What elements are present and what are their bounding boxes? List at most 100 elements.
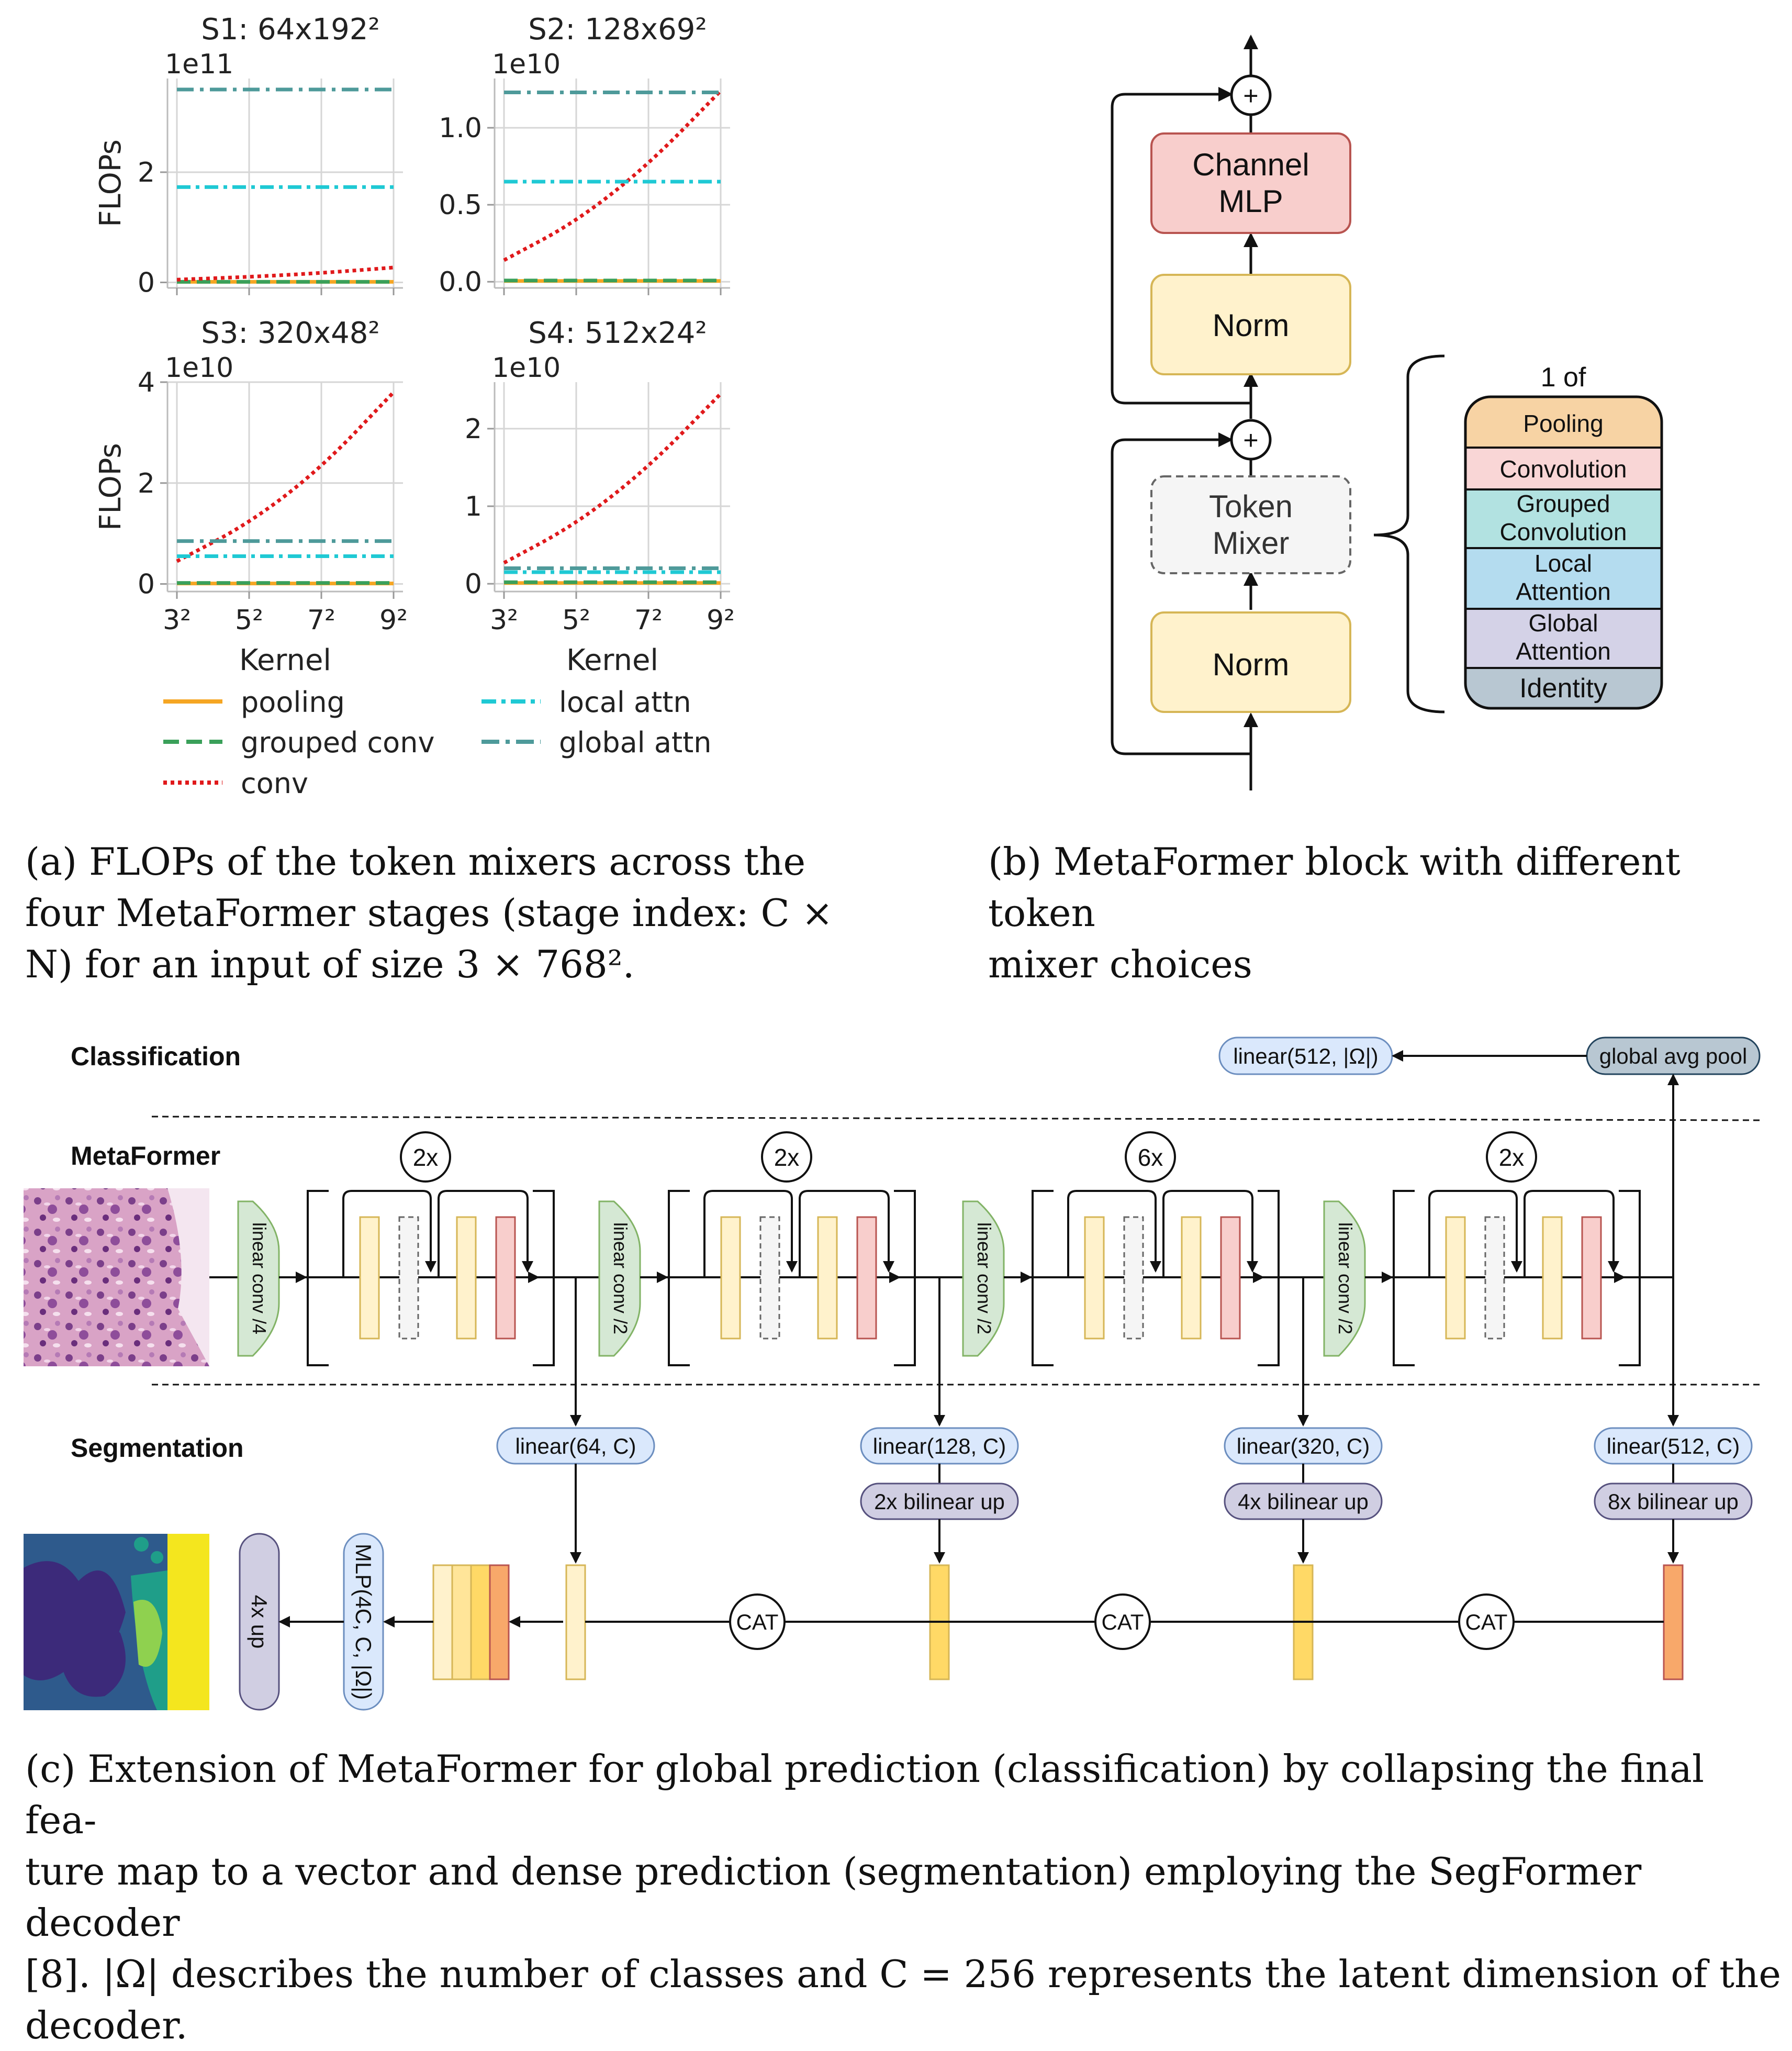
stage-repeat-label: 2x <box>413 1144 439 1171</box>
x-tick-label: 9² <box>379 605 408 636</box>
stage-repeat-label: 6x <box>1138 1144 1163 1171</box>
concat-node <box>1458 1593 1515 1650</box>
stage-channel-mlp <box>1220 1216 1241 1340</box>
y-multiplier: 1e11 <box>165 49 233 80</box>
legend-label-global: global attn <box>559 726 712 759</box>
stage-residual-1 <box>1067 1190 1161 1277</box>
norm-bottom-label: Norm <box>1213 647 1290 682</box>
concat-node <box>1094 1593 1151 1650</box>
caption-c-line-1: (c) Extension of MetaFormer for global p… <box>25 1747 1705 1842</box>
caption-a-line-3: N) for an input of size 3 × 768². <box>25 942 635 986</box>
residual-add-bottom-label: + <box>1243 426 1258 455</box>
residual-add-top <box>1230 74 1272 116</box>
downsample-shape <box>962 1200 1005 1357</box>
seg-linear-label: linear(512, C) <box>1607 1434 1740 1458</box>
decoder-branch-1: linear(64, C) <box>496 1277 655 1680</box>
downsample-1: linear conv /4 <box>237 1200 280 1357</box>
stage-bracket-right <box>533 1190 555 1366</box>
seg-feature-map <box>565 1564 586 1680</box>
concat-node <box>729 1593 786 1650</box>
series-line-conv <box>503 392 722 565</box>
choice-local-label-2: Attention <box>1516 578 1611 605</box>
concat-label: CAT <box>736 1610 779 1634</box>
caption-c-line-4: decoder. <box>25 2003 188 2047</box>
stage-residual-1 <box>1428 1190 1522 1277</box>
output-segmentation-map <box>24 1534 209 1710</box>
y-multiplier: 1e10 <box>492 352 561 384</box>
y-tick-label: 1.0 <box>439 113 482 144</box>
legend-label-grouped: grouped conv <box>241 726 434 759</box>
choice-identity <box>1465 668 1662 708</box>
token-mixer-label-2: Mixer <box>1213 526 1290 561</box>
choice-pooling-label: Pooling <box>1523 410 1603 437</box>
downsample-label: linear conv /4 <box>249 1222 270 1334</box>
y-tick-label: 2 <box>465 414 482 445</box>
downsample-shape <box>237 1200 280 1357</box>
x-tick-label: 7² <box>307 605 335 636</box>
seg-feature-map <box>1663 1564 1684 1680</box>
chart-title: S1: 64x192² <box>201 13 380 47</box>
channel-mlp-label-2: MLP <box>1218 184 1283 219</box>
y-tick-label: 1 <box>465 491 482 522</box>
upsample-4x-label: 4x up <box>247 1595 272 1649</box>
row-label-classification: Classification <box>71 1042 241 1071</box>
seg-linear-label: linear(128, C) <box>873 1434 1006 1458</box>
downsample-label: linear conv /2 <box>973 1222 995 1334</box>
linear-cls-label: linear(512, |Ω|) <box>1233 1044 1378 1068</box>
x-tick-label: 5² <box>235 605 263 636</box>
stage-2: 2x <box>668 1131 916 1366</box>
row-label-segmentation: Segmentation <box>71 1433 244 1463</box>
stage-channel-mlp <box>1581 1216 1602 1340</box>
stage-norm-2 <box>456 1216 477 1340</box>
stage-bracket-left <box>307 1190 329 1366</box>
stage-bracket-left <box>1032 1190 1054 1366</box>
x-axis-label: Kernel <box>566 643 658 677</box>
stage-repeat-label: 2x <box>1499 1144 1525 1171</box>
stage-repeat-circle <box>1486 1131 1537 1183</box>
downsample-label: linear conv /2 <box>1335 1222 1356 1334</box>
y-axis-label: FLOPs <box>94 139 128 227</box>
stage-4: 2x <box>1393 1131 1641 1366</box>
choice-global-attention <box>1465 609 1662 668</box>
stage-norm-2 <box>1181 1216 1202 1340</box>
legend-label-conv: conv <box>241 767 308 800</box>
caption-b-line-1: (b) MetaFormer block with different toke… <box>988 840 1681 935</box>
choice-convolution-label: Convolution <box>1500 455 1627 483</box>
channel-mlp-label-1: Channel <box>1192 147 1309 182</box>
stage-norm-1 <box>720 1216 741 1340</box>
caption-c-line-3: [8]. |Ω| describes the number of classes… <box>25 1952 1781 1996</box>
global-avg-pool-label: global avg pool <box>1599 1044 1748 1068</box>
caption-a-line-1: (a) FLOPs of the token mixers across the <box>25 840 806 884</box>
norm-bottom-box <box>1150 611 1351 713</box>
x-axis-label: Kernel <box>239 643 331 677</box>
row-separator-top <box>151 1116 1764 1121</box>
x-tick-label: 3² <box>490 605 518 636</box>
stage-token-mixer <box>398 1216 419 1340</box>
stage-token-mixer <box>1123 1216 1144 1340</box>
stage-1: 2x <box>307 1131 555 1366</box>
legend-label-pooling: pooling <box>241 686 345 719</box>
norm-top-label: Norm <box>1213 308 1290 343</box>
stage-bracket-left <box>1393 1190 1415 1366</box>
seg-upsample-label: 8x bilinear up <box>1608 1489 1739 1514</box>
stage-repeat-circle <box>1125 1131 1176 1183</box>
decoder-branch-4: linear(512, C) 8x bilinear up <box>1594 1277 1753 1680</box>
concat-label: CAT <box>1465 1610 1508 1634</box>
token-mixer-label-1: Token <box>1209 489 1293 524</box>
stage-3: 6x <box>1032 1131 1280 1366</box>
y-multiplier: 1e10 <box>165 352 233 384</box>
y-tick-label: 4 <box>138 367 155 398</box>
y-tick-label: 0 <box>138 267 155 298</box>
decoder-branch-3: linear(320, C)4x bilinear up <box>1224 1277 1383 1680</box>
y-tick-label: 2 <box>138 468 155 499</box>
stage-residual-2 <box>1524 1190 1619 1277</box>
y-tick-label: 0 <box>465 569 482 600</box>
residual-add-top-label: + <box>1243 81 1258 110</box>
one-of-label: 1 of <box>1541 362 1586 393</box>
caption-c: (c) Extension of MetaFormer for global p… <box>25 1743 1784 2051</box>
stage-residual-1 <box>703 1190 798 1277</box>
stage-norm-2 <box>817 1216 838 1340</box>
stage-channel-mlp <box>856 1216 877 1340</box>
